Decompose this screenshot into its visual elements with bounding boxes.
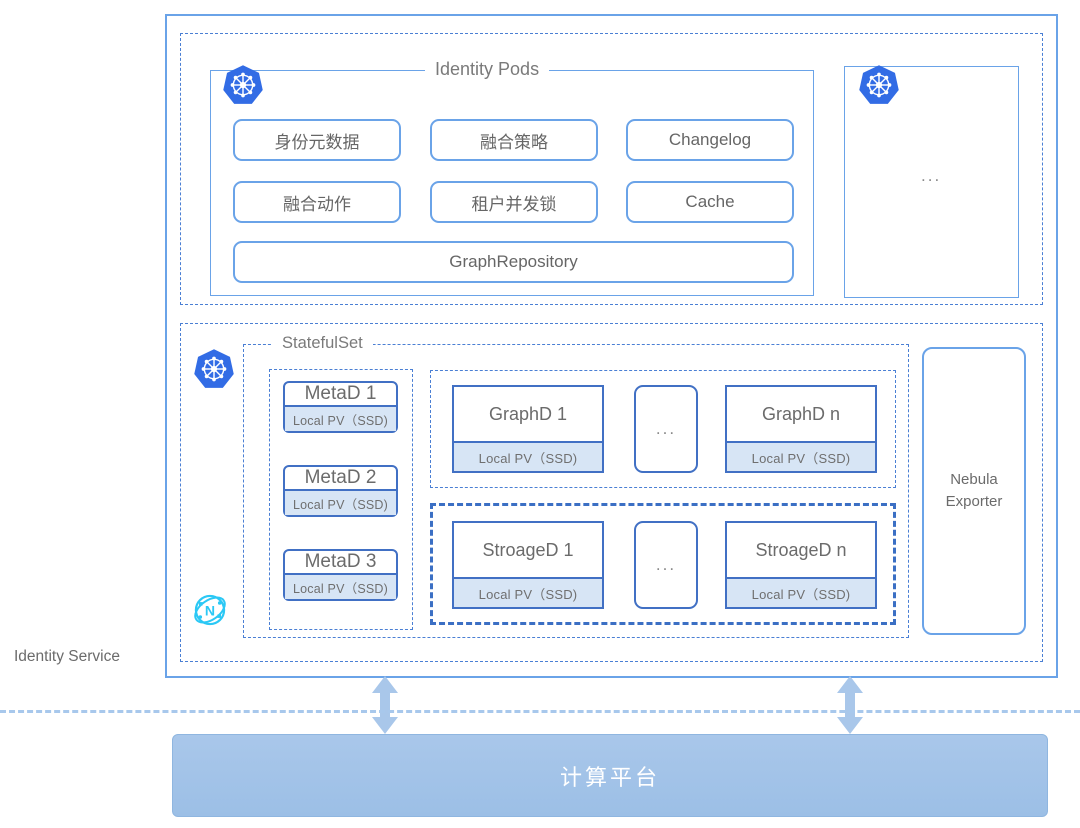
metad-node-pv: Local PV（SSD) (285, 573, 396, 599)
nebula-exporter-box[interactable]: Nebula Exporter (922, 347, 1026, 635)
statefulset-box: StatefulSet (243, 333, 909, 638)
metad-group (269, 369, 413, 630)
identity-pod-ellipsis-label: ... (921, 166, 942, 185)
graphd-group (430, 370, 896, 488)
bidirectional-arrow-right (833, 676, 867, 739)
storaged-ellipsis-box: ... (634, 521, 698, 609)
storaged-node-last[interactable]: StroageD n Local PV（SSD) (725, 521, 877, 609)
graphd-node-pv: Local PV（SSD) (727, 441, 875, 471)
graphd-node-name: GraphD n (761, 403, 841, 424)
metad-node-name: MetaD 3 (304, 551, 377, 572)
metad-node-pv: Local PV（SSD) (285, 489, 396, 515)
component-changelog[interactable]: Changelog (626, 119, 794, 161)
component-graph-repository[interactable]: GraphRepository (233, 241, 794, 283)
compute-platform-label: 计算平台 (559, 764, 660, 790)
graphd-node-pv: Local PV（SSD) (454, 441, 602, 471)
identity-pods-title: Identity Pods (425, 59, 550, 79)
nebula-exporter-line1: Nebula (950, 470, 998, 488)
nebula-logo-icon: N (188, 588, 232, 637)
graphd-node-first[interactable]: GraphD 1 Local PV（SSD) (452, 385, 604, 473)
metad-node-1[interactable]: MetaD 1 Local PV（SSD) (283, 381, 398, 433)
component-tenant-lock[interactable]: 租户并发锁 (430, 181, 598, 223)
storaged-node-pv: Local PV（SSD) (727, 577, 875, 607)
component-cache[interactable]: Cache (626, 181, 794, 223)
component-identity-metadata[interactable]: 身份元数据 (233, 119, 401, 161)
metad-node-name: MetaD 2 (304, 467, 377, 488)
identity-pods-box: Identity Pods (210, 59, 814, 296)
identity-pods-zone (180, 33, 1043, 305)
storaged-node-name: StroageD 1 (482, 539, 574, 560)
graphd-node-name: GraphD 1 (488, 403, 568, 424)
metad-node-3[interactable]: MetaD 3 Local PV（SSD) (283, 549, 398, 601)
graphd-ellipsis-box: ... (634, 385, 698, 473)
component-merge-action[interactable]: 融合动作 (233, 181, 401, 223)
storaged-group (430, 503, 896, 625)
storaged-node-pv: Local PV（SSD) (454, 577, 602, 607)
kubernetes-icon (858, 64, 900, 111)
boundary-separator-line (0, 710, 1080, 713)
component-merge-policy[interactable]: 融合策略 (430, 119, 598, 161)
metad-node-name: MetaD 1 (304, 383, 377, 404)
storaged-node-first[interactable]: StroageD 1 Local PV（SSD) (452, 521, 604, 609)
bidirectional-arrow-left (368, 676, 402, 739)
statefulset-zone (180, 323, 1043, 662)
storaged-node-name: StroageD n (755, 539, 847, 560)
identity-service-label: Identity Service (14, 648, 120, 665)
metad-node-2[interactable]: MetaD 2 Local PV（SSD) (283, 465, 398, 517)
svg-text:N: N (205, 602, 215, 618)
identity-pod-ellipsis-box (844, 66, 1019, 298)
kubernetes-icon (193, 348, 235, 395)
graphd-node-last[interactable]: GraphD n Local PV（SSD) (725, 385, 877, 473)
compute-platform-box[interactable]: 计算平台 (172, 734, 1048, 817)
kubernetes-icon (222, 64, 264, 111)
nebula-exporter-line2: Exporter (945, 493, 1003, 510)
statefulset-title: StatefulSet (272, 333, 373, 353)
metad-node-pv: Local PV（SSD) (285, 405, 396, 431)
